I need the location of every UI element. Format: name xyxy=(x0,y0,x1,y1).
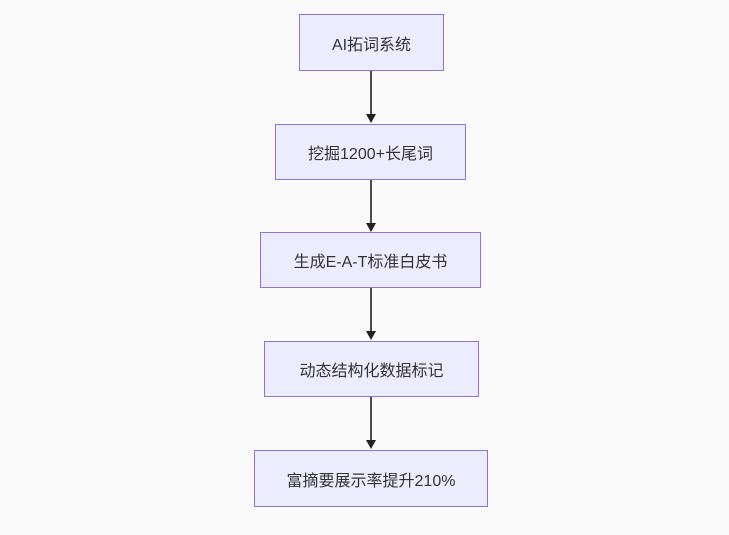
arrowhead-icon xyxy=(366,331,376,340)
flow-node-ai-keyword-system: AI拓词系统 xyxy=(299,14,444,71)
arrow-line xyxy=(370,288,372,332)
flow-arrow-3-4 xyxy=(366,288,376,340)
flow-node-longtail-mining: 挖掘1200+长尾词 xyxy=(275,124,466,180)
flow-arrow-2-3 xyxy=(366,180,376,232)
arrow-line xyxy=(370,71,372,115)
flow-arrow-4-5 xyxy=(366,397,376,449)
arrow-line xyxy=(370,397,372,441)
flow-node-eat-whitepaper: 生成E-A-T标准白皮书 xyxy=(260,232,481,288)
arrow-line xyxy=(370,180,372,224)
flow-node-label: AI拓词系统 xyxy=(331,36,412,54)
flow-node-label: 动态结构化数据标记 xyxy=(299,363,444,380)
arrowhead-icon xyxy=(366,440,376,449)
arrowhead-icon xyxy=(366,223,376,232)
flow-node-label: 生成E-A-T标准白皮书 xyxy=(293,254,448,271)
flow-node-structured-data-markup: 动态结构化数据标记 xyxy=(264,341,479,397)
flow-arrow-1-2 xyxy=(366,71,376,123)
flow-node-label: 富摘要展示率提升210% xyxy=(286,472,456,490)
arrowhead-icon xyxy=(366,114,376,123)
flow-node-rich-snippet-result: 富摘要展示率提升210% xyxy=(254,450,488,507)
flow-node-label: 挖掘1200+长尾词 xyxy=(308,146,433,163)
